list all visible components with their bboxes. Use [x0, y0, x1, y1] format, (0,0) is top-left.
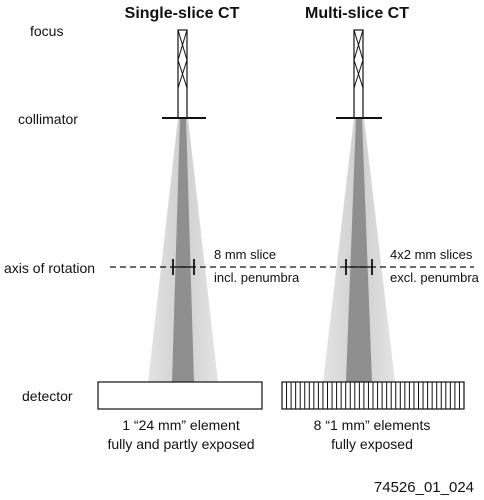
figure-id: 74526_01_024	[374, 479, 474, 496]
multi-slice-title: Multi-slice CT	[305, 5, 409, 22]
single-detector-caption-1: 1 “24 mm” element	[122, 417, 240, 433]
axis-of-rotation-label: axis of rotation	[4, 260, 95, 276]
multi-detector-caption-1: 8 “1 mm” elements	[314, 417, 431, 433]
multi-slice-width-label: 4x2 mm slices	[390, 247, 473, 262]
multi-focus-tube	[353, 29, 364, 119]
multi-detector	[281, 381, 465, 410]
single-focus-tube	[177, 29, 188, 119]
single-penumbra-label: incl. penumbra	[214, 270, 300, 285]
multi-detector-caption-2: fully exposed	[331, 436, 413, 452]
single-detector-caption-2: fully and partly exposed	[107, 436, 254, 452]
multi-slice-setup: 4x2 mm slices excl. penumbra 8 “1 mm” el…	[281, 29, 480, 452]
single-inner-beam	[172, 118, 194, 382]
single-detector	[97, 381, 263, 410]
multi-inner-beam	[346, 118, 372, 382]
single-slice-width-label: 8 mm slice	[214, 247, 276, 262]
multi-detector-elements	[286, 382, 460, 409]
collimator-label: collimator	[18, 111, 78, 127]
focus-label: focus	[30, 23, 63, 39]
detector-label: detector	[22, 388, 73, 404]
single-slice-setup: 8 mm slice incl. penumbra 1 “24 mm” elem…	[97, 29, 300, 452]
multi-penumbra-label: excl. penumbra	[390, 270, 480, 285]
single-slice-title: Single-slice CT	[125, 5, 240, 22]
